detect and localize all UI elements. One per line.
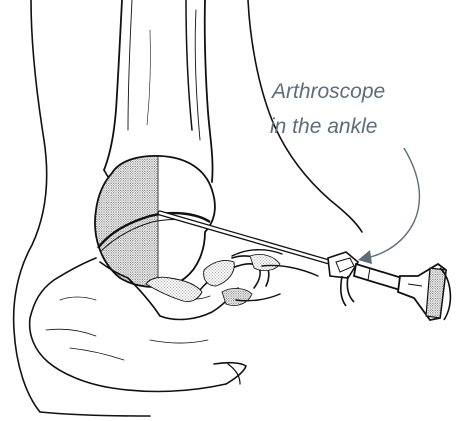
caption-line-1: Arthroscope	[272, 78, 385, 106]
caption-line-2: in the ankle	[270, 113, 377, 141]
caption-leader-arrow	[358, 148, 419, 264]
fibula	[186, 0, 192, 130]
